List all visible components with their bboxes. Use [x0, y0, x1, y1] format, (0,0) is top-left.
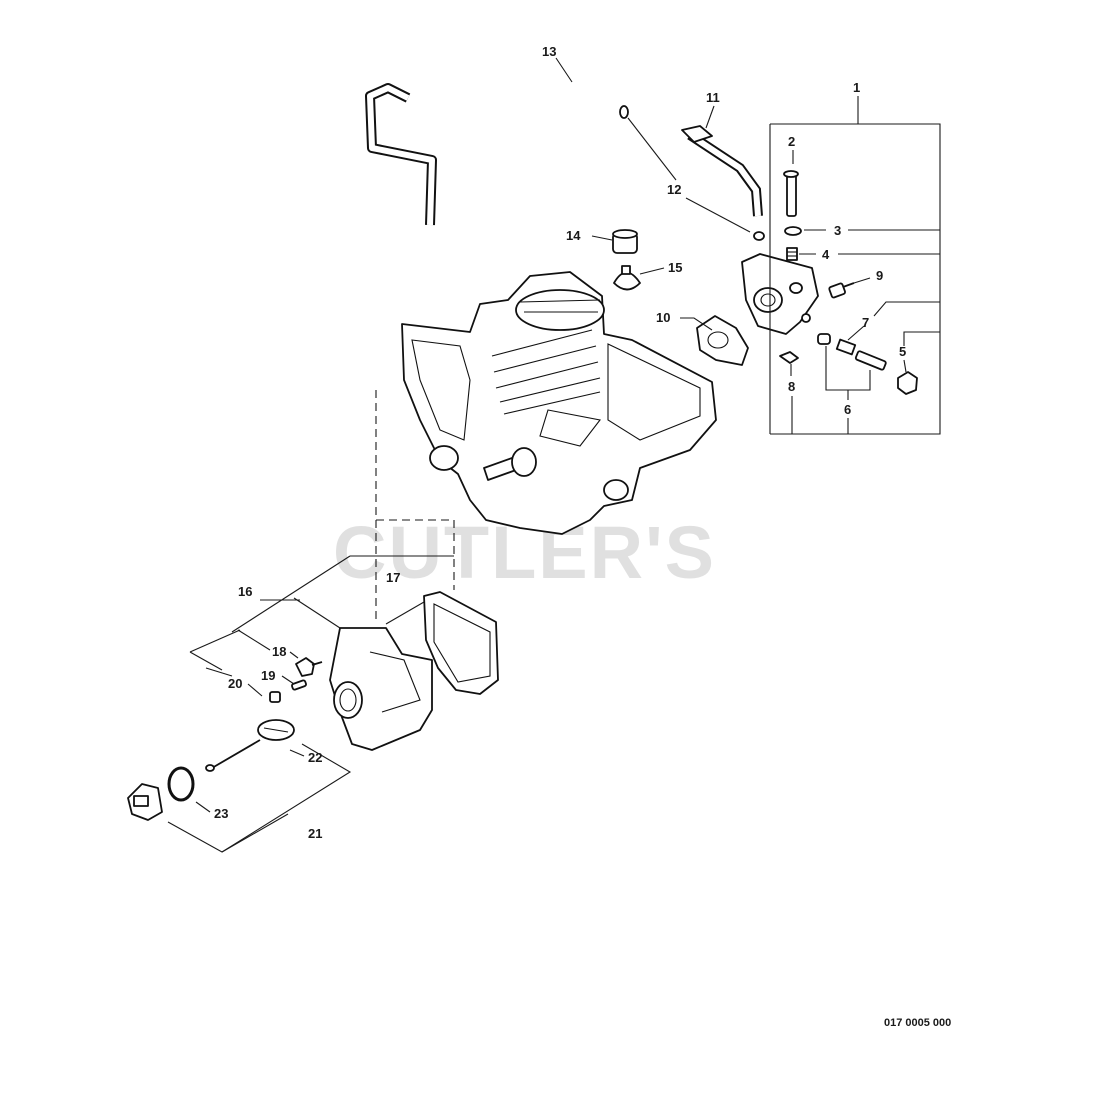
callout-3: 3 [834, 223, 841, 238]
callout-labels: 1 2 3 4 5 6 7 8 9 10 11 12 13 14 15 16 1… [214, 44, 906, 841]
strainer-part [205, 719, 295, 772]
cover-gasket-part [423, 591, 499, 695]
oil-pump-housing-part [741, 253, 819, 335]
callout-8: 8 [788, 379, 795, 394]
pin-part [783, 170, 799, 217]
nut-part [897, 371, 918, 395]
callout-11: 11 [706, 90, 720, 105]
washer-part [784, 226, 802, 236]
callout-12: 12 [667, 182, 681, 197]
dowel-pin-part [291, 679, 307, 691]
callout-9: 9 [876, 268, 883, 283]
bolt-part [295, 657, 323, 677]
crankcase-assembly-part [401, 271, 717, 535]
spring-washer-part [779, 351, 799, 364]
callout-2: 2 [788, 134, 795, 149]
callout-14: 14 [566, 228, 581, 243]
grommet-part [612, 229, 638, 254]
gasket-part [696, 315, 749, 366]
callout-20: 20 [228, 676, 242, 691]
small-spring-part [835, 338, 857, 356]
callout-5: 5 [899, 344, 906, 359]
callout-23: 23 [214, 806, 228, 821]
o-ring-small-part [619, 105, 629, 119]
callout-16: 16 [238, 584, 252, 599]
screw-part [828, 282, 855, 299]
callout-18: 18 [272, 644, 286, 659]
small-plug-part [269, 691, 281, 703]
callout-10: 10 [656, 310, 670, 325]
oil-hose-fitting [681, 125, 713, 143]
plug-part [817, 333, 831, 345]
crankcase-cover-part [329, 627, 433, 751]
callout-13: 13 [542, 44, 556, 59]
reference-code: 017 0005 000 [884, 1017, 951, 1029]
callout-6: 6 [844, 402, 851, 417]
o-ring-part [167, 766, 195, 802]
tank-cap-part [127, 783, 163, 821]
callout-19: 19 [261, 668, 275, 683]
leader-lines [167, 57, 941, 853]
callout-4: 4 [822, 247, 830, 262]
callout-21: 21 [308, 826, 322, 841]
callout-15: 15 [668, 260, 682, 275]
callout-17: 17 [386, 570, 400, 585]
spring-part [786, 247, 798, 261]
fuel-hose-inner [367, 85, 435, 226]
callout-1: 1 [853, 80, 860, 95]
callout-22: 22 [308, 750, 322, 765]
o-ring-lower-part [753, 231, 765, 241]
adjusting-screw-part [854, 350, 887, 371]
fuel-filter-part [613, 265, 641, 291]
callout-7: 7 [862, 315, 869, 330]
